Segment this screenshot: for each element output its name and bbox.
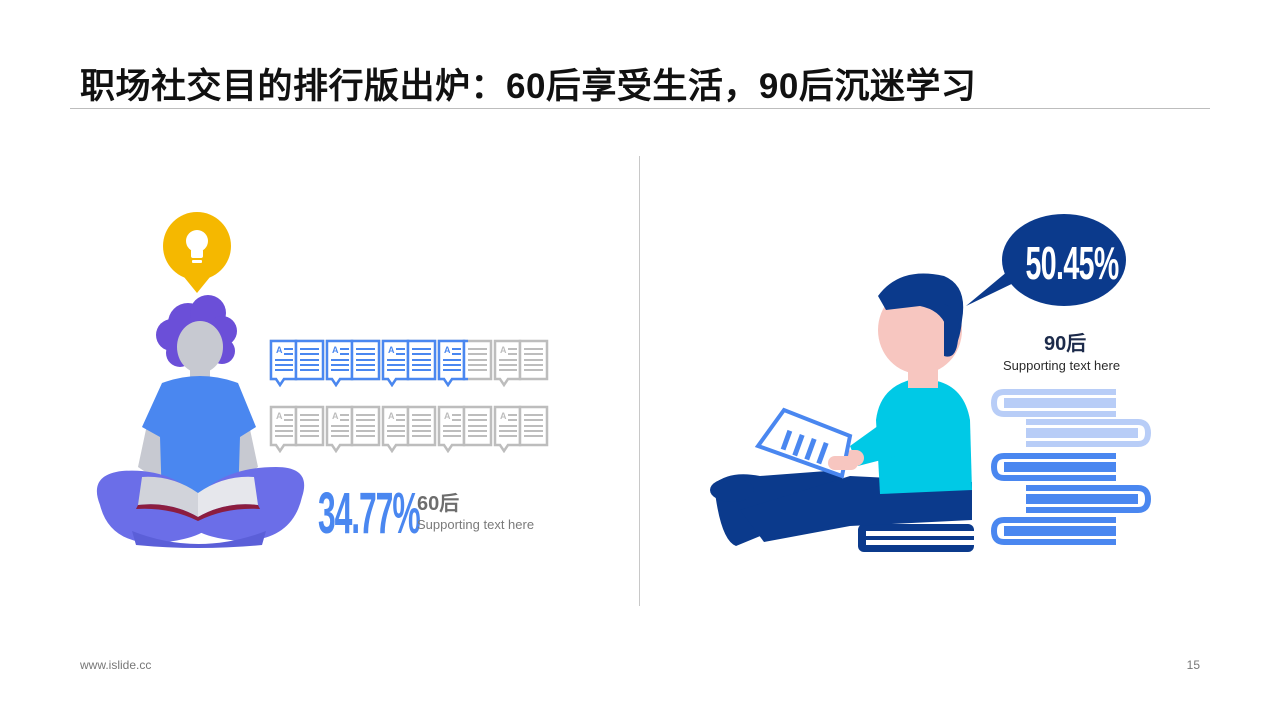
lightbulb-icon: [163, 212, 231, 293]
left-percentage: 34.77%: [318, 481, 421, 546]
right-percentage: 50.45%: [1025, 237, 1120, 289]
left-generation-label: 60后: [417, 493, 460, 515]
book-stack-illustration: [990, 389, 1152, 545]
footer-url: www.islide.cc: [80, 658, 152, 672]
title-divider: [70, 108, 1210, 109]
left-supporting-text: Supporting text here: [417, 517, 535, 532]
page-number: 15: [1186, 658, 1200, 672]
center-divider: [639, 156, 640, 606]
book-icon-grid: A: [269, 339, 549, 453]
page-title: 职场社交目的排行版出炉：60后享受生活，90后沉迷学习: [80, 67, 977, 106]
speech-bubble-icon: [966, 214, 1126, 306]
right-supporting-text: Supporting text here: [1003, 358, 1121, 373]
right-generation-label: 90后: [1044, 333, 1087, 355]
reading-person-illustration: [96, 212, 305, 548]
reading-boy-illustration: [710, 273, 974, 552]
